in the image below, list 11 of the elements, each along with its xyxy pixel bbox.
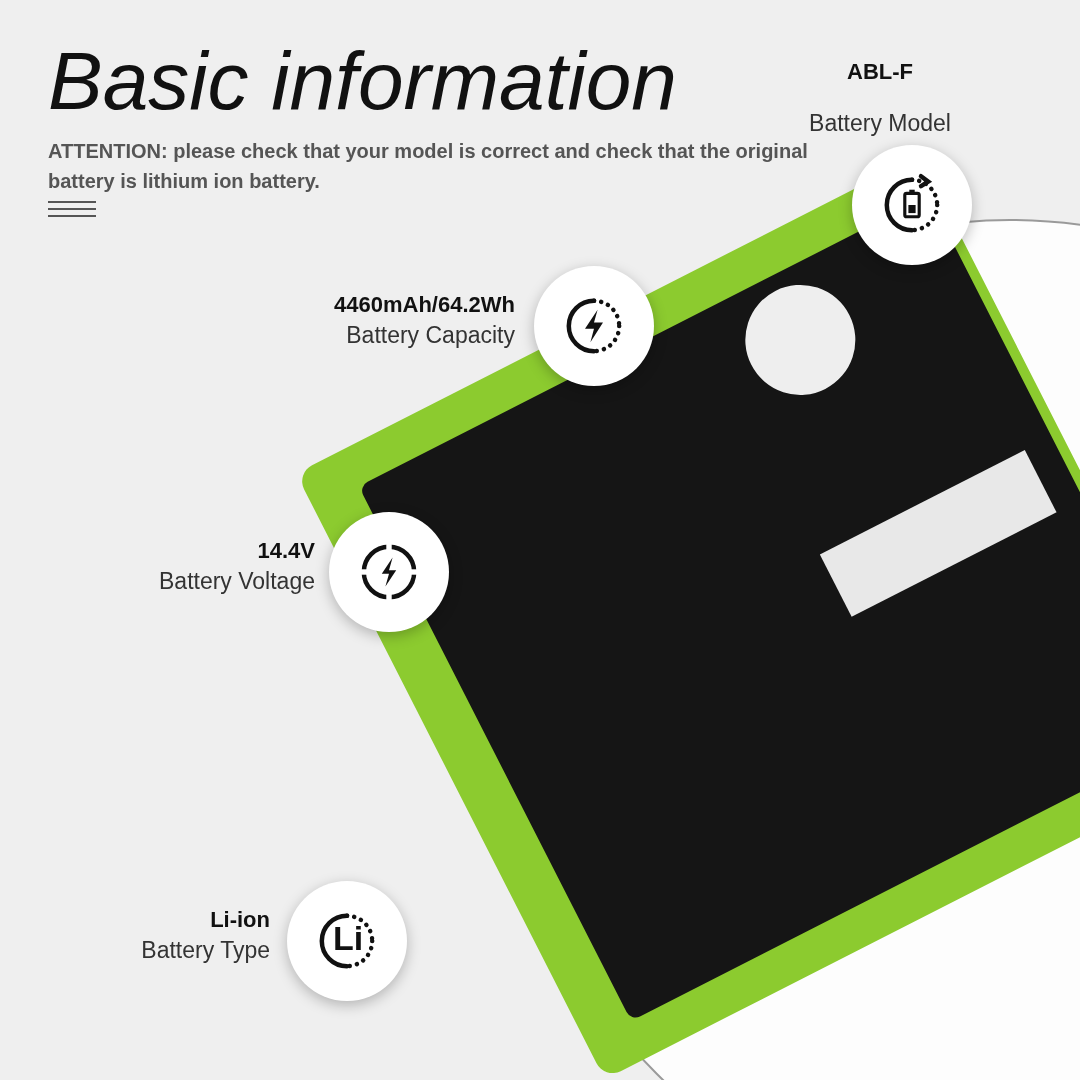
- spec-value: 14.4V: [257, 537, 315, 565]
- spec-label: Battery Voltage: [159, 567, 315, 596]
- spec-label: Battery Capacity: [346, 321, 515, 350]
- attention-note: ATTENTION: please check that your model is correct and check that the original battery is lithium ion battery.: [48, 139, 809, 194]
- icon-text: Li: [333, 921, 364, 955]
- title: Basic information: [48, 40, 677, 122]
- spec-label: Battery Type: [141, 936, 270, 965]
- spec-value: Li-ion: [210, 906, 270, 934]
- spec-label: Battery Model: [809, 109, 951, 138]
- spec-value: 4460mAh/64.2Wh: [334, 291, 515, 319]
- spec-value: ABL-F: [847, 58, 913, 86]
